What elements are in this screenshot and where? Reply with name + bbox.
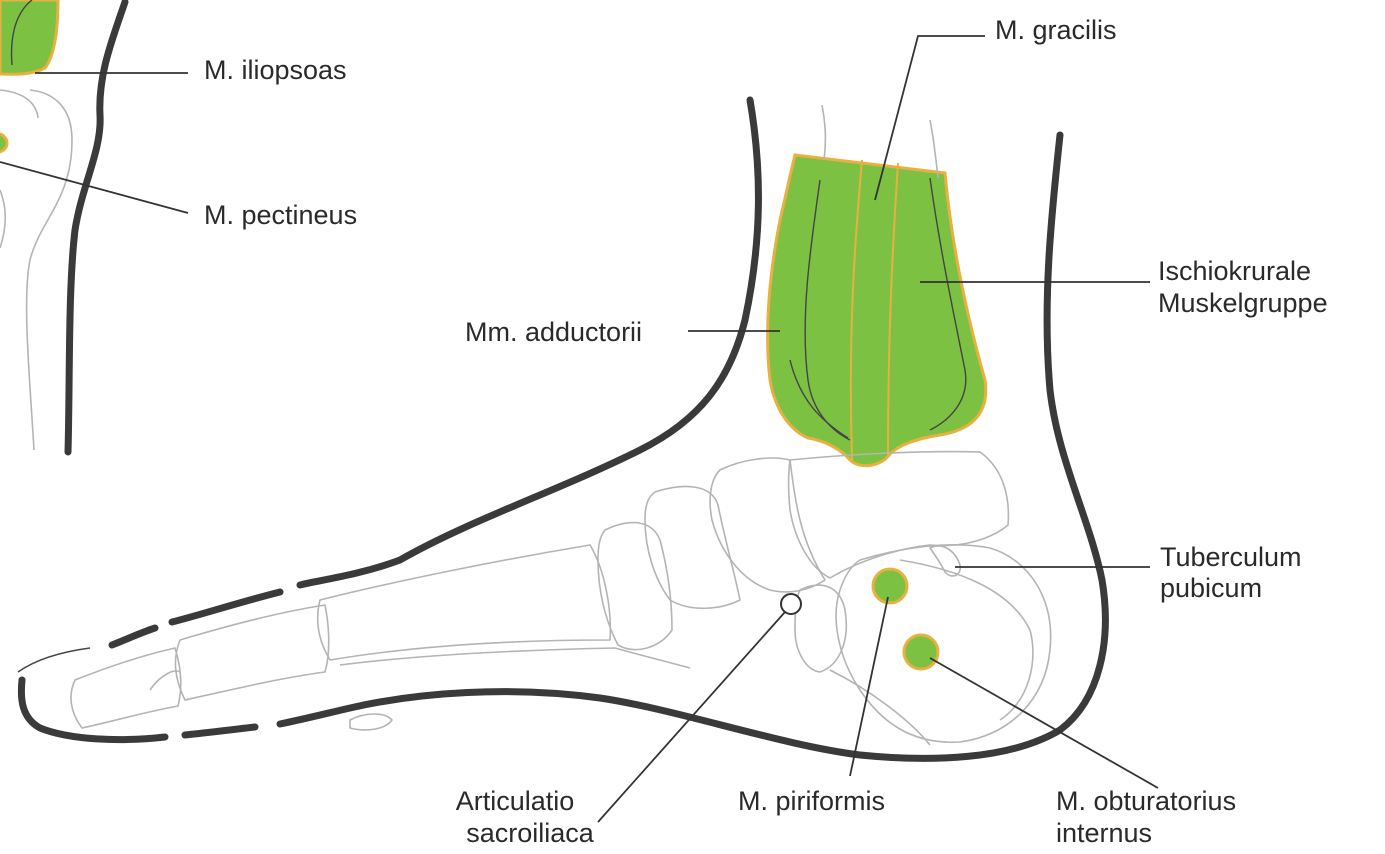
left-figure-bone-3 [0,190,5,248]
piriformis-point [873,569,907,603]
label-pectineus: M. pectineus [204,200,357,230]
bone-calcaneus-lower [830,670,930,745]
left-figure-bone-1 [27,90,72,450]
bone-calcaneus [836,545,1051,742]
foot-outline-sole-dash-2 [21,680,165,740]
label-articulatio-line2: sacroiliaca [430,818,630,848]
bone-phalanx-distal [71,648,181,728]
obturatorius-point [904,635,938,669]
bone-navicular [710,458,825,592]
bone-talus [789,452,1009,578]
bone-metatarsal-1 [318,545,611,660]
leader-piriformis [850,597,888,776]
thigh-muscle-zone [768,105,986,466]
foot-outline-heel-and-sole [280,135,1105,758]
bone-tuberculum-outline [930,546,960,576]
foot-outline-sole-dash-1 [185,727,255,735]
left-partial-figure [0,0,125,452]
label-obturatorius-line1: M. obturatorius [1056,786,1236,816]
thigh-bone-line-1 [822,105,825,160]
label-tuberculum-line2: pubicum [1160,573,1262,603]
sacroiliaca-point [781,594,801,614]
label-ischio-line2: Muskelgruppe [1158,288,1328,318]
label-ischio-line1: Ischiokrurale [1158,256,1311,286]
thigh-bone-line-2 [930,120,938,178]
foot-outline-dorsal-dash-2 [112,628,155,645]
bone-phalanx-proximal [175,605,328,700]
label-iliopsoas: M. iliopsoas [204,55,347,85]
label-adductorii: Mm. adductorii [465,317,642,347]
bone-cuneiform-1 [645,486,740,608]
label-articulatio-line1: Articulatio [430,786,600,816]
leader-lines [0,36,1158,822]
bone-sesamoid [350,714,392,730]
label-tuberculum-line1: Tuberculum [1160,542,1302,572]
left-figure-bone-2 [0,90,38,118]
foot-toe-tip-line [18,648,90,672]
reflex-points [781,569,938,669]
left-figure-muscle-patch [0,0,58,74]
left-figure-outline [68,2,125,452]
label-gracilis: M. gracilis [995,15,1117,45]
label-piriformis: M. piriformis [738,786,885,816]
left-figure-pectineus-dot [0,134,7,152]
label-obturatorius-line2: internus [1056,818,1152,848]
